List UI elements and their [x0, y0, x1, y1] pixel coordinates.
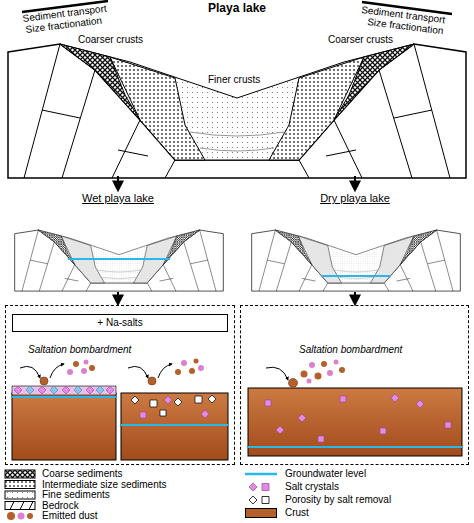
- emission-arrow: [158, 364, 172, 378]
- salt-crystal: [140, 396, 209, 418]
- dry-crust: [248, 360, 462, 457]
- diagram-title: Playa lake: [177, 1, 297, 15]
- dust-sample: [27, 513, 33, 519]
- legend-swatch: [245, 508, 277, 518]
- wet-porous-crust: [121, 359, 228, 461]
- dust-particle: [89, 365, 95, 371]
- dust-particle: [309, 362, 315, 368]
- groundwater-line: [248, 446, 462, 448]
- dust-particle: [189, 368, 195, 374]
- annotation-label: Wet playa lake: [58, 192, 178, 204]
- dust-particle: [198, 365, 204, 371]
- bedrock-swatch: [10, 502, 33, 510]
- impact-arrow: [128, 366, 148, 378]
- annotation-label: Dry playa lake: [295, 192, 415, 204]
- dry-cross-section: [252, 230, 461, 291]
- dust-particle: [84, 360, 89, 365]
- dust-particle: [289, 379, 298, 388]
- salt-pore: [150, 396, 202, 416]
- groundwater-line: [68, 258, 170, 260]
- dust-particle: [307, 379, 312, 384]
- salt-pore: [131, 395, 216, 406]
- dust-sample: [7, 512, 15, 520]
- down-arrow: [117, 292, 119, 304]
- dust-particle: [301, 371, 308, 378]
- wet-cross-section: [15, 230, 224, 291]
- impact-arrow: [266, 367, 288, 380]
- emission-arrow: [50, 364, 64, 378]
- coarse-swatch: [5, 470, 35, 478]
- annotation-label: Finer crusts: [208, 74, 260, 86]
- down-arrow: [354, 176, 356, 190]
- intermediate-swatch: [5, 481, 35, 489]
- legend-text: Coarse sediments: [42, 468, 123, 480]
- dust-particle: [181, 360, 187, 366]
- dust-particle: [321, 361, 327, 367]
- groundwater-line: [322, 275, 390, 277]
- dust-particle: [175, 369, 181, 375]
- down-arrow: [117, 176, 119, 190]
- salt-sample: [249, 483, 269, 491]
- groundwater-sample: [245, 473, 277, 476]
- crust-block: [12, 393, 116, 460]
- dust-sample: [18, 513, 25, 520]
- dust-particle: [315, 373, 322, 380]
- dust-particle: [339, 367, 345, 373]
- dust-particle: [194, 359, 199, 364]
- salt-crystal: [14, 386, 114, 394]
- dust-particle: [67, 369, 73, 375]
- annotation-label: Coarser crusts: [328, 34, 393, 46]
- salt-crystal: [276, 394, 424, 434]
- groundwater-line: [12, 396, 116, 398]
- dust-particle: [73, 361, 79, 367]
- panel-heading: Saltation bombardment: [299, 344, 402, 356]
- bedrock-swatch: [5, 502, 35, 510]
- dashed-panel: Saltation bombardment + Na-salts: [5, 305, 235, 465]
- legend-text: Bedrock: [42, 500, 79, 512]
- groundwater-line: [121, 424, 228, 426]
- impact-arrow: [20, 366, 40, 378]
- porosity-sample: [249, 496, 269, 504]
- legend-text: Emitted dust: [42, 510, 98, 522]
- legend-text: Fine sediments: [42, 489, 110, 501]
- dashed-panel: Saltation bombardment: [240, 305, 469, 465]
- legend-text: Porosity by salt removal: [285, 494, 391, 506]
- fine-swatch: [5, 491, 35, 499]
- wet-salt-crust: [12, 360, 116, 461]
- condition-box: + Na-salts: [12, 314, 228, 332]
- legend-text: Groundwater level: [285, 468, 366, 480]
- panel-heading: Saltation bombardment: [28, 344, 131, 356]
- down-arrow: [354, 292, 356, 304]
- salt-layer: [12, 386, 116, 395]
- dust-particle: [40, 377, 48, 385]
- legend-text: Salt crystals: [285, 481, 339, 493]
- dust-particle: [334, 360, 339, 365]
- dust-particle: [81, 368, 87, 374]
- playa-cross-section: [8, 44, 466, 178]
- salt-crystal: [26, 386, 104, 394]
- dust-particle: [327, 370, 333, 376]
- crust-block: [121, 393, 228, 460]
- box-label: + Na-salts: [13, 317, 227, 329]
- crust-block: [248, 388, 462, 456]
- legend-text: Intermediate size sediments: [42, 479, 167, 491]
- dust-particle: [148, 377, 156, 385]
- annotation-label: Coarser crusts: [78, 34, 143, 46]
- legend-text: Crust: [285, 507, 309, 519]
